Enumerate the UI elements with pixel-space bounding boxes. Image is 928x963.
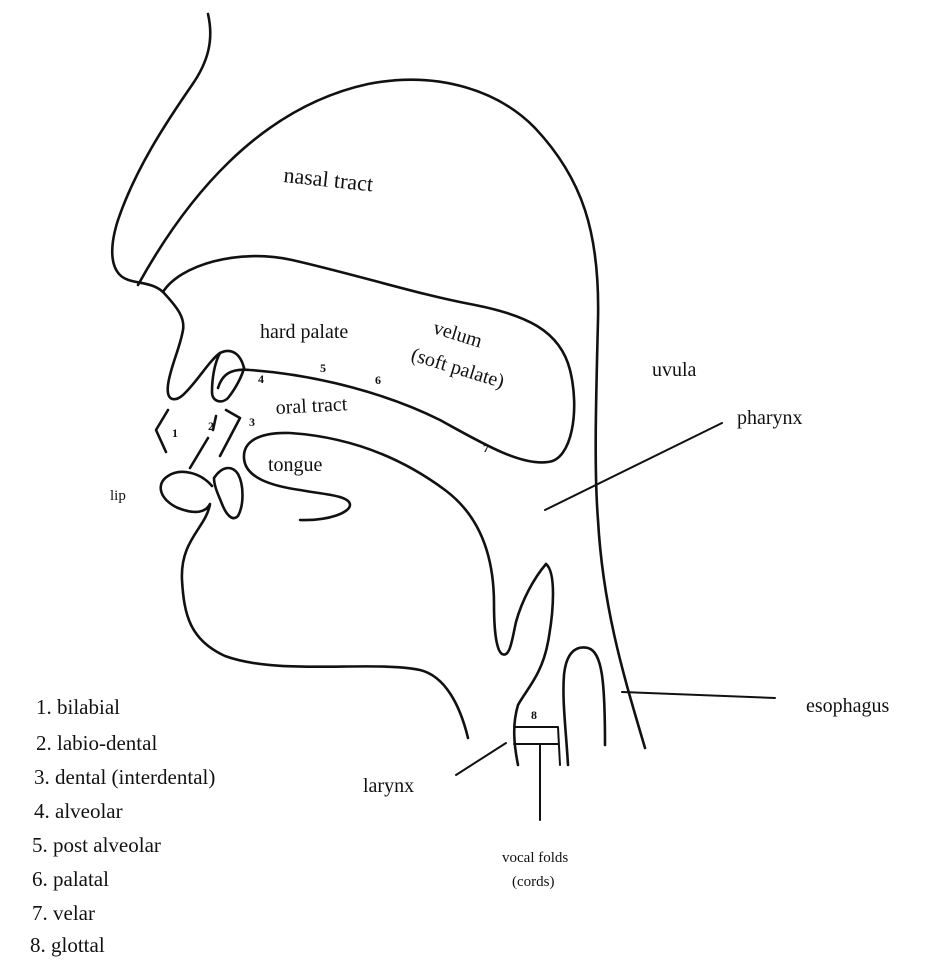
marker-5: 5: [320, 361, 326, 375]
label-nasal-tract: nasal tract: [282, 162, 374, 196]
vocal-folds-band: [514, 727, 560, 765]
marker-3: 3: [249, 415, 255, 429]
label-tongue: tongue: [268, 454, 323, 476]
label-vocal-folds: vocal folds: [502, 850, 568, 866]
marker-7: 7: [483, 441, 489, 455]
marker-6: 6: [375, 373, 381, 387]
nasal-cavity-outline: [138, 80, 645, 748]
legend-item-dental: 3. dental (interdental): [34, 765, 215, 789]
legend-item-palatal: 6. palatal: [32, 867, 109, 891]
face-profile-outline: [112, 14, 244, 399]
esophagus-pointer: [622, 692, 775, 698]
epiglottis-outline: [514, 564, 553, 765]
legend-item-labio-dental: 2. labio-dental: [36, 731, 157, 755]
legend-item-post-alveolar: 5. post alveolar: [32, 833, 161, 857]
label-pharynx: pharynx: [737, 407, 803, 429]
marker-2: 2: [208, 419, 214, 433]
larynx-pointer: [456, 743, 506, 775]
label-oral-tract: oral tract: [275, 393, 348, 419]
label-lip: lip: [110, 488, 126, 504]
label-hard-palate: hard palate: [260, 321, 348, 343]
label-soft-palate: (soft palate): [409, 344, 507, 393]
label-cords: (cords): [512, 874, 554, 890]
label-esophagus: esophagus: [806, 695, 890, 717]
marker-8: 8: [531, 708, 537, 722]
lower-teeth: [214, 468, 243, 518]
label-uvula: uvula: [652, 359, 697, 381]
legend-item-alveolar: 4. alveolar: [34, 799, 123, 823]
esophagus-wall: [563, 647, 605, 765]
upper-teeth: [212, 353, 244, 401]
legend: 1. bilabial 2. labio-dental 3. dental (i…: [30, 695, 215, 957]
legend-item-glottal: 8. glottal: [30, 933, 105, 957]
legend-item-bilabial: 1. bilabial: [36, 695, 120, 719]
marker-1: 1: [172, 426, 178, 440]
bilabial-mark: [156, 410, 168, 452]
label-velum: velum: [431, 317, 486, 353]
lower-lip-chin-outline: [161, 472, 468, 738]
palate-outline: [163, 256, 574, 462]
marker-4: 4: [258, 372, 264, 386]
dental-mark: [220, 410, 240, 456]
legend-item-velar: 7. velar: [32, 901, 95, 925]
label-larynx: larynx: [363, 775, 414, 797]
